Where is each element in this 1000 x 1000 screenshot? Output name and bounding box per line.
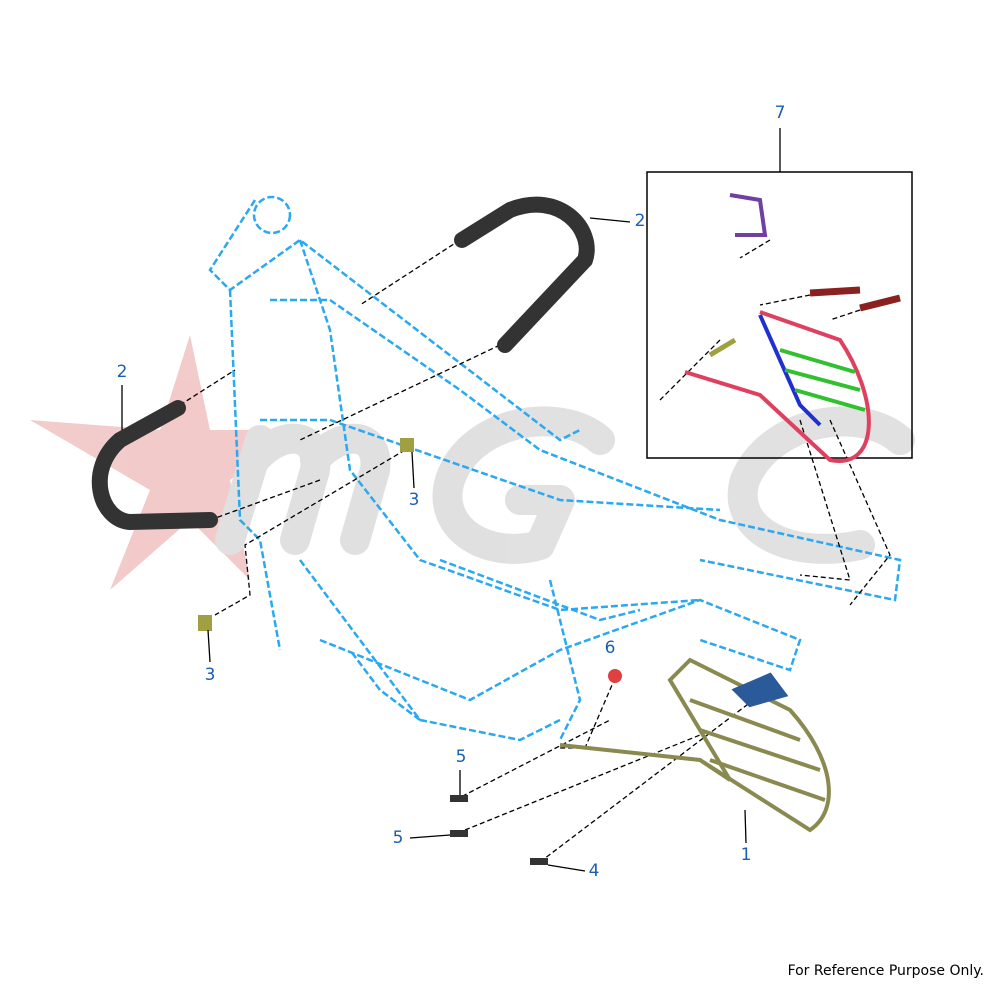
- screw-icon: [450, 795, 468, 802]
- callout-leaders: [121, 217, 747, 872]
- watermark-logo: [30, 335, 915, 590]
- callout-2: 2: [116, 362, 128, 382]
- callout-1: 1: [740, 845, 752, 865]
- callout-3: 3: [204, 665, 216, 685]
- bolt-icon: [400, 438, 414, 452]
- callout-3: 3: [408, 490, 420, 510]
- callout-7: 7: [774, 103, 786, 123]
- rubber-tube-left: [91, 400, 218, 531]
- guard: [559, 657, 831, 833]
- leader-lines: [179, 239, 891, 863]
- frame: [208, 195, 902, 742]
- callout-5: 5: [392, 828, 404, 848]
- watermark-letters: [215, 406, 915, 564]
- callout-2: 2: [634, 211, 646, 231]
- bolts: [198, 438, 622, 865]
- rubber-tube-right: [454, 196, 595, 353]
- callout-6: 6: [604, 638, 616, 658]
- cap-icon: [608, 669, 622, 683]
- reference-disclaimer: For Reference Purpose Only.: [787, 963, 984, 979]
- screw-icon: [450, 830, 468, 837]
- inset-guard: [684, 193, 901, 463]
- callout-4: 4: [588, 861, 600, 881]
- screw-icon: [530, 858, 548, 865]
- callout-5: 5: [455, 747, 467, 767]
- bolt-icon: [198, 615, 212, 631]
